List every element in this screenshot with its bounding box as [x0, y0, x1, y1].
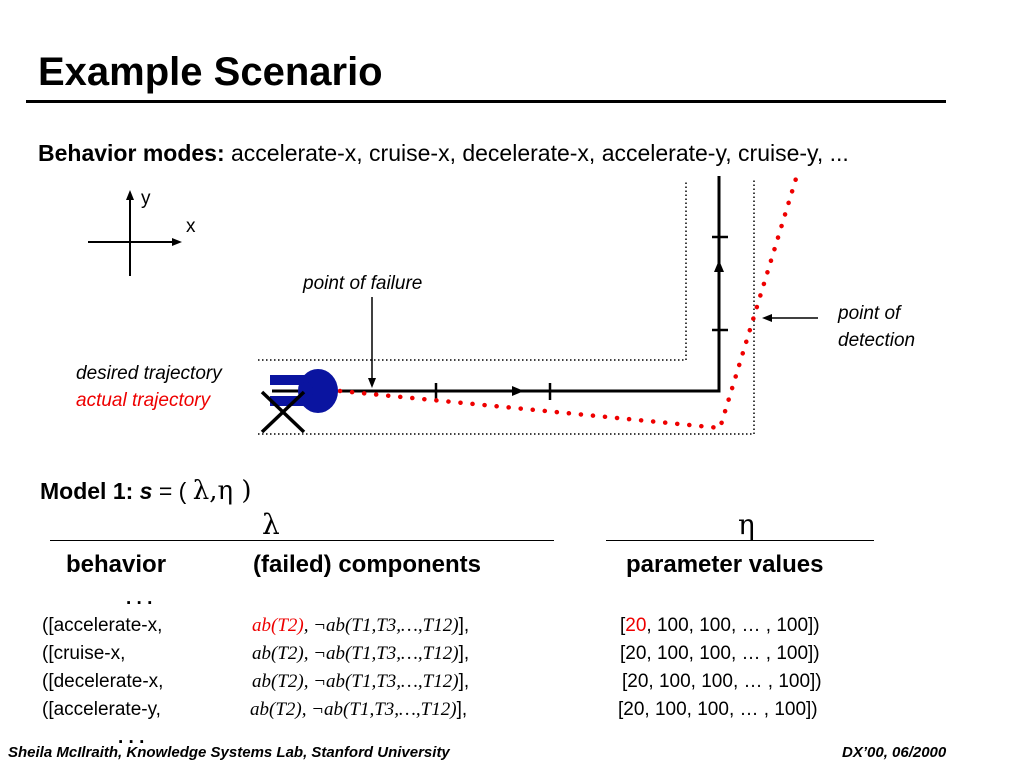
row-param-first: 20	[623, 699, 645, 720]
model-definition: Model 1: s = ( λ,η )	[40, 476, 251, 506]
y-axis-label: y	[141, 188, 151, 209]
row-param-open: [	[622, 671, 628, 692]
desired-trajectory-path	[272, 176, 728, 400]
row-component-close: ],	[458, 671, 470, 692]
model-var: s	[139, 478, 153, 504]
row-component-close: ],	[458, 643, 470, 664]
eta-group-label: η	[738, 508, 755, 541]
row-component-failed: ab(T2)	[252, 615, 304, 636]
header-behavior: behavior	[66, 551, 167, 578]
actual-trajectory-label: actual trajectory	[76, 390, 211, 411]
row-component-failed: ab(T2),	[250, 699, 307, 720]
row-component-rest: ¬ab(T1,T3,…,T12)	[308, 643, 459, 664]
title-underline	[26, 100, 946, 103]
point-of-failure-label: point of failure	[303, 273, 423, 294]
row-param-rest: , 100, 100, … , 100])	[644, 699, 818, 720]
model-lambda: λ	[192, 476, 210, 506]
row-params: [20, 100, 100, … , 100])	[618, 699, 818, 721]
row-param-first: 20	[625, 643, 647, 664]
model-eta: η	[217, 476, 234, 506]
robot-icon	[270, 369, 338, 413]
detection-pointer-arrow	[762, 314, 818, 322]
row-param-rest: , 100, 100, … , 100])	[648, 671, 822, 692]
row-params: [20, 100, 100, … , 100])	[620, 643, 820, 665]
row-behavior: ([decelerate-x,	[42, 671, 164, 692]
failure-pointer-arrow	[368, 297, 376, 388]
row-component-rest: ¬ab(T1,T3,…,T12)	[308, 671, 459, 692]
lambda-group-label: λ	[262, 508, 280, 541]
desired-trajectory-label: desired trajectory	[76, 363, 222, 384]
header-components: (failed) components	[253, 551, 482, 578]
ellipsis-top: . . .	[126, 588, 153, 609]
row-components: ab(T2), ¬ab(T1,T3,…,T12)],	[252, 643, 469, 665]
row-components: ab(T2), ¬ab(T1,T3,…,T12)],	[252, 671, 469, 693]
row-param-open: [	[620, 643, 626, 664]
slide-title: Example Scenario	[38, 50, 383, 94]
ellipsis-bottom: . . .	[118, 727, 145, 748]
row-behavior: ([accelerate-y,	[42, 699, 161, 720]
header-parameters: parameter values	[626, 551, 824, 578]
axes-icon	[88, 190, 182, 276]
row-component-close: ],	[458, 615, 470, 636]
row-components: ab(T2), ¬ab(T1,T3,…,T12)],	[250, 699, 467, 721]
footer-author: Sheila McIlraith, Knowledge Systems Lab,…	[8, 744, 450, 761]
behavior-modes-line: Behavior modes: accelerate-x, cruise-x, …	[38, 140, 849, 167]
row-behavior: ([cruise-x,	[42, 643, 126, 664]
row-param-rest: , 100, 100, … , 100])	[646, 643, 820, 664]
row-component-rest: , ¬ab(T1,T3,…,T12)	[303, 615, 459, 636]
corridor-boundary	[258, 180, 755, 435]
model-label: Model 1:	[40, 478, 134, 504]
row-params: [20, 100, 100, … , 100])	[622, 671, 822, 693]
row-component-close: ],	[456, 699, 468, 720]
row-behavior: ([accelerate-x,	[42, 615, 163, 636]
row-component-failed: ab(T2),	[252, 643, 309, 664]
lambda-group-rule	[50, 540, 554, 541]
point-of-detection-label-line2: detection	[838, 330, 916, 351]
row-param-first: 20	[627, 671, 649, 692]
model-eq: = (	[152, 478, 193, 504]
model-comma: ,	[209, 476, 218, 506]
row-components: ab(T2), ¬ab(T1,T3,…,T12)],	[252, 615, 469, 637]
eta-group-rule	[606, 540, 874, 541]
x-axis-label: x	[186, 216, 196, 237]
row-component-rest: ¬ab(T1,T3,…,T12)	[306, 699, 457, 720]
behavior-modes-label: Behavior modes:	[38, 140, 225, 166]
behavior-modes-list: accelerate-x, cruise-x, decelerate-x, ac…	[231, 140, 849, 166]
point-of-detection-label-line1: point of	[838, 303, 901, 324]
row-param-rest: , 100, 100, … , 100])	[646, 615, 820, 636]
row-param-open: [	[620, 615, 626, 636]
row-component-failed: ab(T2),	[252, 671, 309, 692]
footer-venue-date: DX’00, 06/2000	[842, 744, 947, 761]
row-param-first: 20	[625, 615, 647, 636]
row-params: [20, 100, 100, … , 100])	[620, 615, 820, 637]
model-close: )	[233, 476, 252, 506]
row-param-open: [	[618, 699, 624, 720]
failure-cross-icon	[260, 390, 306, 434]
